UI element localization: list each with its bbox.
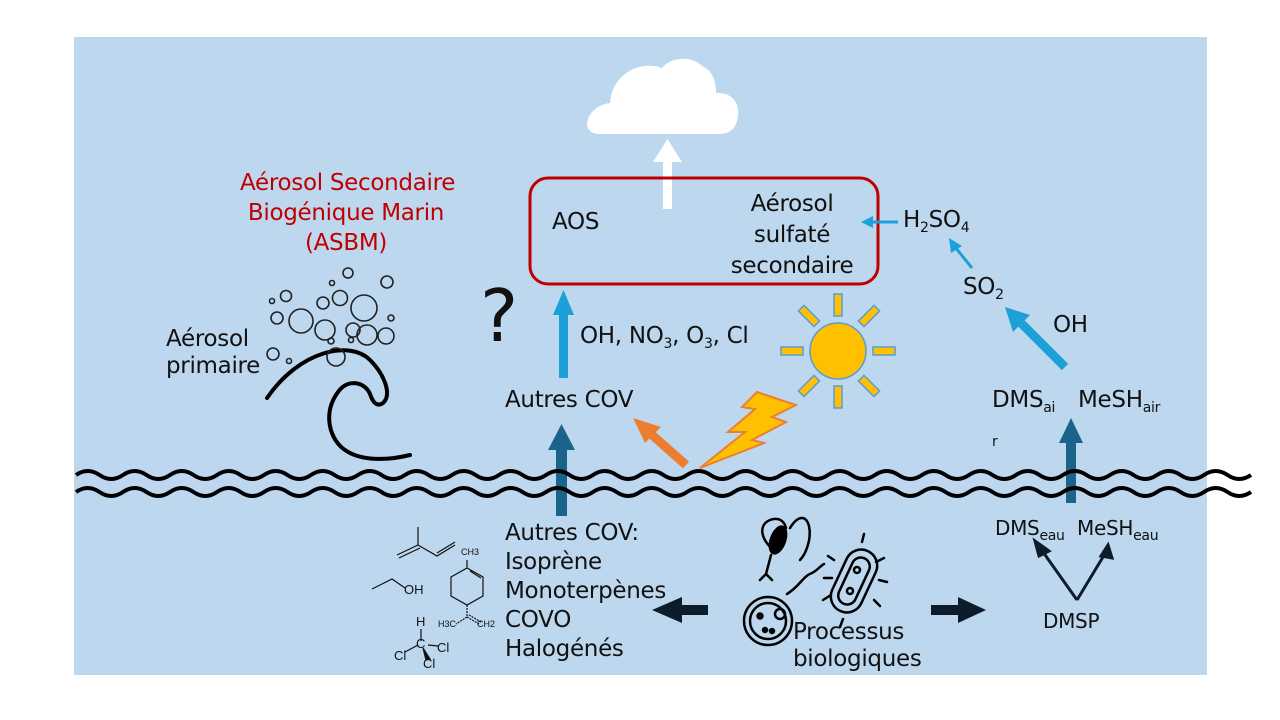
so2-to-h2so4-arrow — [949, 238, 974, 269]
oxidants-label: OH, NO3, O3, Cl — [580, 323, 749, 352]
asbm-title-line2: Biogénique Marin — [247, 200, 445, 226]
isoprene-molecule — [396, 527, 456, 559]
sulfate-aerosol-line1: Aérosol — [750, 191, 834, 217]
bio-to-dmsp-arrow — [931, 597, 986, 623]
dmsp-to-mesh-arrow — [1075, 541, 1115, 601]
chloroform-cl3: Cl — [423, 656, 436, 671]
asbm-title-line3: (ASBM) — [304, 230, 388, 256]
ocean-cov-list: Autres COV: Isoprène Monoterpènes COVO H… — [505, 519, 666, 664]
dmsp-to-dms-arrow — [1032, 537, 1079, 601]
asbm-title-line1: Aérosol Secondaire — [240, 170, 456, 196]
sulfate-aerosol-line2: sulfaté — [753, 222, 831, 248]
bio-to-cov-arrow — [652, 597, 708, 623]
ocean-cov-flux-arrow — [548, 424, 575, 516]
autres-cov-label: Autres COV — [505, 387, 634, 413]
limonene-ch2: CH2 — [477, 619, 496, 629]
dms-eau-label: DMSeau — [995, 516, 1065, 544]
cov-list-item: Monoterpènes — [505, 578, 667, 604]
dms-air-stray-r: r — [992, 434, 998, 450]
chloroform-molecule — [404, 629, 439, 661]
sun-icon — [780, 293, 896, 409]
wave-icon — [265, 348, 412, 461]
cov-to-box-arrow — [553, 290, 574, 378]
dms-air-label: DMSai — [992, 387, 1056, 416]
sulfate-aerosol-line3: secondaire — [730, 253, 854, 279]
aos-label: AOS — [552, 209, 600, 235]
sulfate-aerosol-label: Aérosol sulfaté secondaire — [718, 189, 866, 282]
bio-process-label: Processus biologiques — [793, 619, 922, 672]
asbm-title: Aérosol Secondaire Biogénique Marin (ASB… — [240, 168, 456, 258]
limonene-h3c: H3C — [438, 619, 457, 629]
cov-list-item: Halogénés — [505, 636, 624, 662]
dms-to-so2-arrow — [1005, 307, 1069, 371]
aerosol-box — [528, 176, 880, 286]
chloroform-c: C — [416, 636, 426, 651]
primary-aerosol-label: Aérosol primaire — [166, 326, 261, 379]
ethanol-molecule — [371, 578, 406, 590]
sea-surface-icon — [74, 469, 1253, 498]
ethanol-oh: OH — [404, 582, 424, 597]
cov-list-item: COVO — [505, 607, 571, 633]
limonene-molecule — [450, 560, 484, 625]
lightning-icon — [699, 390, 799, 469]
h2so4-to-box-arrow — [861, 216, 898, 228]
h2so4-label: H2SO4 — [903, 207, 970, 236]
oh-label-right: OH — [1053, 312, 1088, 338]
diagram-background — [74, 37, 1207, 675]
so2-label: SO2 — [963, 274, 1004, 303]
question-mark: ? — [480, 274, 518, 358]
cov-list-item: Isoprène — [505, 549, 602, 575]
bubbles-icon — [266, 267, 395, 367]
chloroform-cl1: Cl — [394, 648, 407, 663]
microorganisms-icon — [742, 516, 889, 647]
photochemistry-arrow — [633, 418, 689, 469]
mesh-air-label: MeSHair — [1078, 387, 1161, 416]
mesh-eau-label: MeSHeau — [1077, 516, 1159, 544]
dmsp-label: DMSP — [1043, 609, 1100, 633]
box-to-cloud-arrow — [653, 139, 682, 209]
chloroform-cl2: Cl — [437, 640, 450, 655]
limonene-ch3: CH3 — [461, 547, 480, 557]
cov-list-item: Autres COV: — [505, 520, 639, 546]
cloud-icon — [587, 58, 739, 134]
chloroform-h: H — [416, 614, 426, 629]
